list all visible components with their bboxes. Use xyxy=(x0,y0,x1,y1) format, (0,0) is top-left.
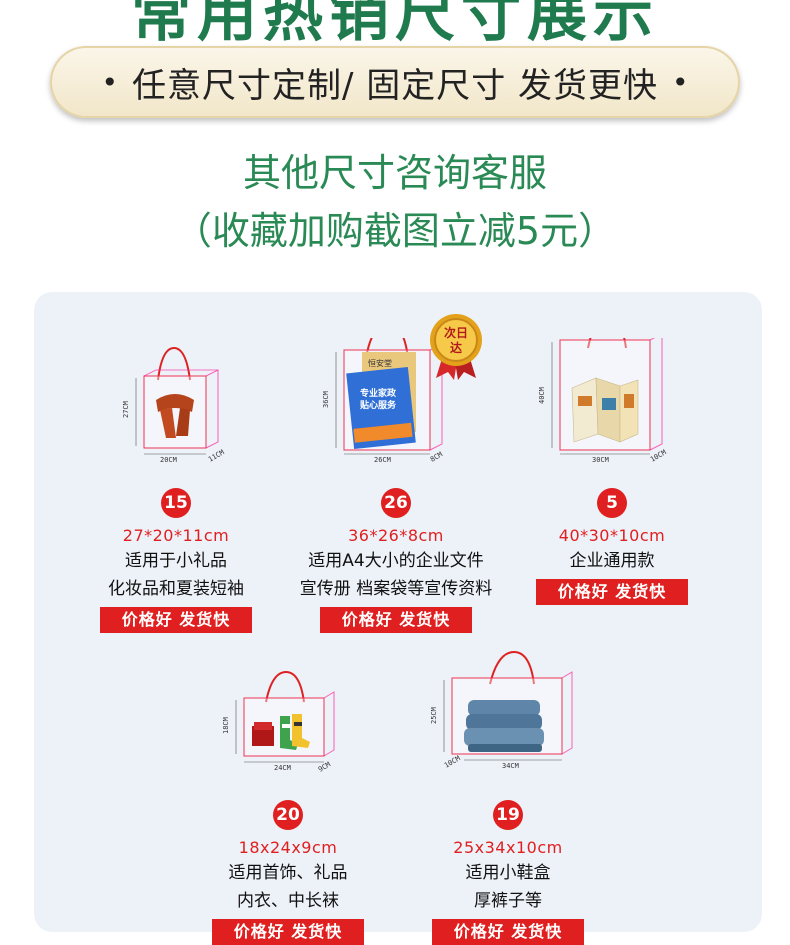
product-desc-line2: 化妆品和夏装短袖 xyxy=(108,579,244,599)
product-desc-line2: 厚裤子等 xyxy=(474,891,542,911)
svg-text:贴心服务: 贴心服务 xyxy=(360,399,397,411)
price-tag: 价格好 发货快 xyxy=(212,919,364,945)
product-card[interactable]: 40CM 30CM 10CM 5 40*30*10cm 企业通用款 价格好 发货… xyxy=(512,338,712,605)
height-dim: 27CM xyxy=(122,401,130,418)
width-dim: 34CM xyxy=(502,762,519,770)
product-size: 27*20*11cm xyxy=(122,526,230,545)
product-desc-line1: 适用于小礼品 xyxy=(125,551,227,571)
next-day-medal-icon: 次日 达 xyxy=(426,312,486,382)
height-dim: 18CM xyxy=(222,717,230,734)
width-dim: 30CM xyxy=(592,456,609,464)
depth-dim: 11CM xyxy=(207,448,226,463)
svg-text:次日: 次日 xyxy=(444,325,468,340)
svg-text:专业家政: 专业家政 xyxy=(360,387,397,399)
product-desc-line1: 适用首饰、礼品 xyxy=(228,863,348,883)
page-title: 常用热销尺寸展示 xyxy=(131,0,659,50)
product-size: 36*26*8cm xyxy=(348,526,444,545)
product-card[interactable]: 25CM 34CM 10CM 19 25x34x10cm 适用小鞋盒 厚裤子等 … xyxy=(408,650,608,945)
product-desc-line2: 内衣、中长袜 xyxy=(237,891,339,911)
product-number-badge: 20 xyxy=(273,800,303,830)
product-desc-line1: 适用小鞋盒 xyxy=(465,863,551,883)
svg-text:达: 达 xyxy=(450,340,462,355)
price-tag: 价格好 发货快 xyxy=(432,919,584,945)
bag-image: 恒安堂 专业家政 贴心服务 36CM 26CM 8CM xyxy=(296,338,496,488)
svg-text:恒安堂: 恒安堂 xyxy=(368,358,392,368)
consult-text: 其他尺寸咨询客服 xyxy=(242,151,547,195)
bullet-dot: • xyxy=(672,65,689,99)
product-number-badge: 5 xyxy=(597,488,627,518)
folded-leaflet-icon xyxy=(571,377,639,443)
depth-dim: 8CM xyxy=(429,450,444,463)
product-desc-line1: 适用A4大小的企业文件 xyxy=(308,551,484,571)
product-number-badge: 26 xyxy=(381,488,411,518)
discount-text: （收藏加购截图立减5元） xyxy=(173,209,617,253)
product-size: 40*30*10cm xyxy=(558,526,666,545)
width-dim: 26CM xyxy=(374,456,391,464)
product-size: 25x34x10cm xyxy=(453,838,563,857)
product-card[interactable]: 18CM 24CM 9CM 20 18x24x9cm 适用首饰、礼品 内衣、中长… xyxy=(188,650,388,945)
product-number-badge: 19 xyxy=(493,800,523,830)
height-dim: 40CM xyxy=(538,387,546,404)
width-dim: 20CM xyxy=(160,456,177,464)
socks-icon xyxy=(252,714,310,750)
customization-banner: • 任意尺寸定制/ 固定尺寸 发货更快 • xyxy=(50,46,740,118)
jeans-icon xyxy=(464,700,544,752)
bag-image: 27CM 20CM 11CM xyxy=(76,338,276,488)
banner-text: 任意尺寸定制/ 固定尺寸 发货更快 xyxy=(131,65,659,106)
width-dim: 24CM xyxy=(274,764,291,772)
scarf-icon xyxy=(156,394,194,438)
bag-image: 40CM 30CM 10CM xyxy=(512,338,712,488)
product-card[interactable]: 恒安堂 专业家政 贴心服务 36CM 26CM 8CM 26 36*26*8cm… xyxy=(296,338,496,633)
product-desc-line1: 企业通用款 xyxy=(569,551,655,571)
price-tag: 价格好 发货快 xyxy=(536,579,688,605)
depth-dim: 10CM xyxy=(649,448,668,463)
product-number-badge: 15 xyxy=(161,488,191,518)
height-dim: 36CM xyxy=(322,391,330,408)
height-dim: 25CM xyxy=(430,707,438,724)
depth-dim: 9CM xyxy=(317,760,332,773)
product-card[interactable]: 27CM 20CM 11CM 15 27*20*11cm 适用于小礼品 化妆品和… xyxy=(76,338,276,633)
brochure-icon: 恒安堂 专业家政 贴心服务 xyxy=(346,352,416,450)
bag-image: 18CM 24CM 9CM xyxy=(188,650,388,800)
price-tag: 价格好 发货快 xyxy=(320,607,472,633)
price-tag: 价格好 发货快 xyxy=(100,607,252,633)
product-desc-line2: 宣传册 档案袋等宣传资料 xyxy=(299,579,493,599)
bag-image: 25CM 34CM 10CM xyxy=(408,650,608,800)
product-size: 18x24x9cm xyxy=(238,838,338,857)
depth-dim: 10CM xyxy=(443,754,462,769)
bullet-dot: • xyxy=(101,65,118,99)
